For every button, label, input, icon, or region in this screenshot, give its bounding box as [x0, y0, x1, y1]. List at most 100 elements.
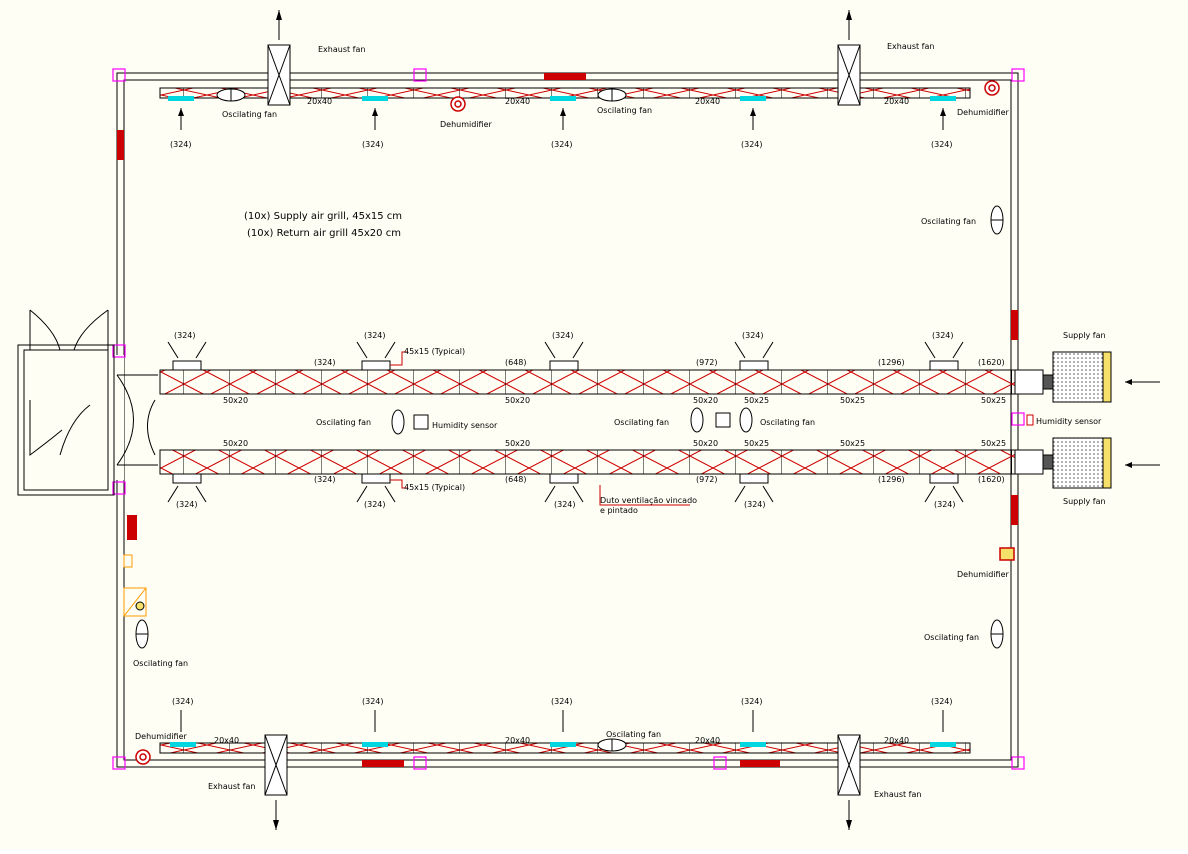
upper-grill-flow-2: (324) — [364, 331, 386, 340]
supply-fan-label-upper: Supply fan — [1063, 331, 1106, 340]
top-flow-2: (324) — [362, 140, 384, 149]
top-flow-4: (324) — [741, 140, 763, 149]
lower-size-1: 50x20 — [223, 439, 248, 448]
top-flow-3: (324) — [551, 140, 573, 149]
dehumidifier-label-3: Dehumidifier — [957, 570, 1010, 579]
lower-cum-flow-5: (1620) — [978, 475, 1005, 484]
osc-fan-label-6: Oscilating fan — [760, 418, 815, 427]
lower-cum-flow-3: (972) — [696, 475, 718, 484]
return-grill-note: (10x) Return air grill 45x20 cm — [247, 228, 401, 239]
top-flow-1: (324) — [170, 140, 192, 149]
duct-note-line2: e pintado — [600, 506, 638, 515]
exhaust-fan-bottom-right — [837, 734, 861, 830]
upper-grill-flow-4: (324) — [742, 331, 764, 340]
lower-size-6: 50x25 — [981, 439, 1006, 448]
top-flow-5: (324) — [931, 140, 953, 149]
osc-fan-label-9: Oscilating fan — [606, 730, 661, 739]
exhaust-fan-top-right — [837, 10, 861, 106]
osc-fan-label-4: Oscilating fan — [316, 418, 371, 427]
lower-grill-flow-1: (324) — [176, 500, 198, 509]
top-size-1: 20x40 — [307, 97, 332, 106]
upper-cum-flow-4: (1296) — [878, 358, 905, 367]
top-return-grills — [168, 96, 956, 130]
bottom-flow-3: (324) — [551, 697, 573, 706]
upper-cum-flow-5: (1620) — [978, 358, 1005, 367]
upper-grill-flow-3: (324) — [552, 331, 574, 340]
bottom-size-1: 20x40 — [214, 736, 239, 745]
lower-supply-grills — [172, 473, 959, 484]
lower-cum-flow-4: (1296) — [878, 475, 905, 484]
dehumidifiers — [135, 80, 1015, 765]
lower-size-4: 50x25 — [744, 439, 769, 448]
upper-cum-flow-3: (972) — [696, 358, 718, 367]
humidity-sensor-label-2: Humidity sensor — [1036, 417, 1102, 426]
humidity-sensors — [413, 412, 1034, 430]
lower-grill-flow-2: (324) — [364, 500, 386, 509]
upper-size-5: 50x25 — [840, 396, 865, 405]
lower-size-5: 50x25 — [840, 439, 865, 448]
humidity-sensor-label-1: Humidity sensor — [432, 421, 498, 430]
dehumidifier-label-2: Dehumidifier — [957, 108, 1010, 117]
dehumidifier-label-1: Dehumidifier — [440, 120, 493, 129]
typical-label-lower: 45x15 (Typical) — [404, 483, 465, 492]
bottom-flow-5: (324) — [931, 697, 953, 706]
supply-fan-label-lower: Supply fan — [1063, 497, 1106, 506]
osc-fan-label-1: Oscilating fan — [222, 110, 277, 119]
osc-fan-label-7: Oscilating fan — [924, 633, 979, 642]
lower-grill-flow-3: (324) — [554, 500, 576, 509]
leader-lines — [390, 351, 690, 506]
exhaust-fan-top-left — [267, 10, 291, 106]
dehumidifier-label-4: Dehumidifier — [135, 732, 188, 741]
osc-fan-label-3: Oscilating fan — [921, 217, 976, 226]
upper-main-duct — [159, 369, 1054, 395]
upper-size-6: 50x25 — [981, 396, 1006, 405]
lower-grill-flow-5: (324) — [934, 500, 956, 509]
columns — [112, 68, 1025, 770]
lower-grill-flow-4: (324) — [744, 500, 766, 509]
entrance-anteroom — [17, 309, 158, 496]
bottom-return-grills — [170, 710, 956, 747]
upper-size-4: 50x25 — [744, 396, 769, 405]
upper-supply-grills — [172, 360, 959, 371]
bottom-size-4: 20x40 — [884, 736, 909, 745]
grill-airflow-arrows — [167, 341, 964, 503]
upper-cum-flow-2: (648) — [505, 358, 527, 367]
upper-grill-flow-1: (324) — [174, 331, 196, 340]
supply-fan-lower — [1052, 437, 1160, 489]
bottom-size-2: 20x40 — [505, 736, 530, 745]
building-walls — [110, 72, 1019, 768]
bottom-flow-4: (324) — [741, 697, 763, 706]
oscillating-fans — [135, 88, 1004, 752]
osc-fan-label-2: Oscilating fan — [597, 106, 652, 115]
upper-cum-flow-1: (324) — [314, 358, 336, 367]
exhaust-fan-label-tl: Exhaust fan — [318, 45, 365, 54]
lower-cum-flow-2: (648) — [505, 475, 527, 484]
osc-fan-label-8: Oscilating fan — [133, 659, 188, 668]
upper-size-2: 50x20 — [505, 396, 530, 405]
osc-fan-label-5: Oscilating fan — [614, 418, 669, 427]
upper-grill-flow-5: (324) — [932, 331, 954, 340]
exhaust-fan-label-br: Exhaust fan — [874, 790, 921, 799]
lower-size-3: 50x20 — [693, 439, 718, 448]
notes-block: (10x) Supply air grill, 45x15 cm (10x) R… — [244, 211, 402, 239]
top-size-3: 20x40 — [695, 97, 720, 106]
typical-label-upper: 45x15 (Typical) — [404, 347, 465, 356]
lower-main-duct — [159, 449, 1054, 475]
supply-grill-note: (10x) Supply air grill, 45x15 cm — [244, 211, 402, 222]
lower-cum-flow-1: (324) — [314, 475, 336, 484]
duct-note-line1: Duto ventilação vincado — [600, 496, 697, 505]
top-size-2: 20x40 — [505, 97, 530, 106]
upper-size-3: 50x20 — [693, 396, 718, 405]
lower-size-2: 50x20 — [505, 439, 530, 448]
bottom-flow-1: (324) — [172, 697, 194, 706]
left-wall-equipment — [123, 515, 147, 617]
bottom-size-3: 20x40 — [695, 736, 720, 745]
exhaust-fan-label-bl: Exhaust fan — [208, 782, 255, 791]
supply-fan-upper — [1052, 351, 1160, 403]
exhaust-fan-label-tr: Exhaust fan — [887, 42, 934, 51]
bottom-flow-2: (324) — [362, 697, 384, 706]
top-size-4: 20x40 — [884, 97, 909, 106]
upper-size-1: 50x20 — [223, 396, 248, 405]
exhaust-fan-bottom-left — [264, 734, 288, 830]
